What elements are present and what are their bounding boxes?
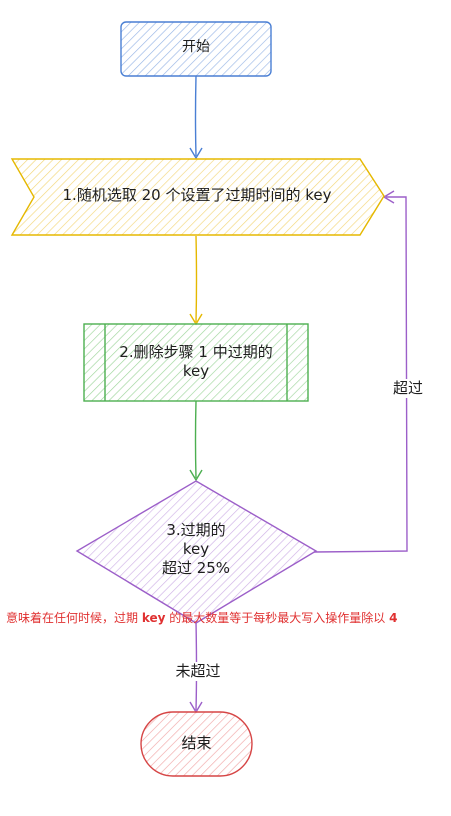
edge-step2-to-step3 <box>189 400 203 482</box>
step3-label-line3: 超过 25% <box>161 558 231 577</box>
note-prefix: 意味着在任何时候，过期 <box>6 611 142 625</box>
note-suffix: 的最大数量等于每秒最大写入操作量除以 <box>165 611 390 625</box>
edge-start-to-step1 <box>189 75 203 160</box>
start-label: 开始 <box>182 39 210 55</box>
annotation-note: 意味着在任何时候，过期 key 的最大数量等于每秒最大写入操作量除以 4 <box>6 609 397 626</box>
step3-label: 3.过期的 key 超过 25% <box>126 521 266 577</box>
edge-step1-to-step2 <box>189 235 203 326</box>
step1-node <box>10 158 385 236</box>
step3-decision-node <box>75 480 318 624</box>
start-node <box>120 21 272 77</box>
note-keyword: key <box>141 611 166 625</box>
step3-label-line1: 3.过期的 <box>166 521 226 539</box>
step2-label: 2.删除步骤 1 中过期的 key <box>105 343 287 381</box>
edge-label-not-exceed: 未超过 <box>166 662 230 681</box>
step2-node <box>83 323 309 402</box>
end-label: 结束 <box>181 734 212 752</box>
step2-label-line1: 2.删除步骤 1 中过期的 <box>119 343 273 361</box>
step3-label-line2: key <box>182 539 210 558</box>
edge-label-exceed: 超过 <box>380 379 436 398</box>
note-number: 4 <box>389 611 398 625</box>
end-node <box>140 711 253 777</box>
edge-loop-exceed <box>313 190 408 553</box>
step2-label-line2: key <box>182 361 210 380</box>
step1-label: 1.随机选取 20 个设置了过期时间的 key <box>62 186 332 204</box>
